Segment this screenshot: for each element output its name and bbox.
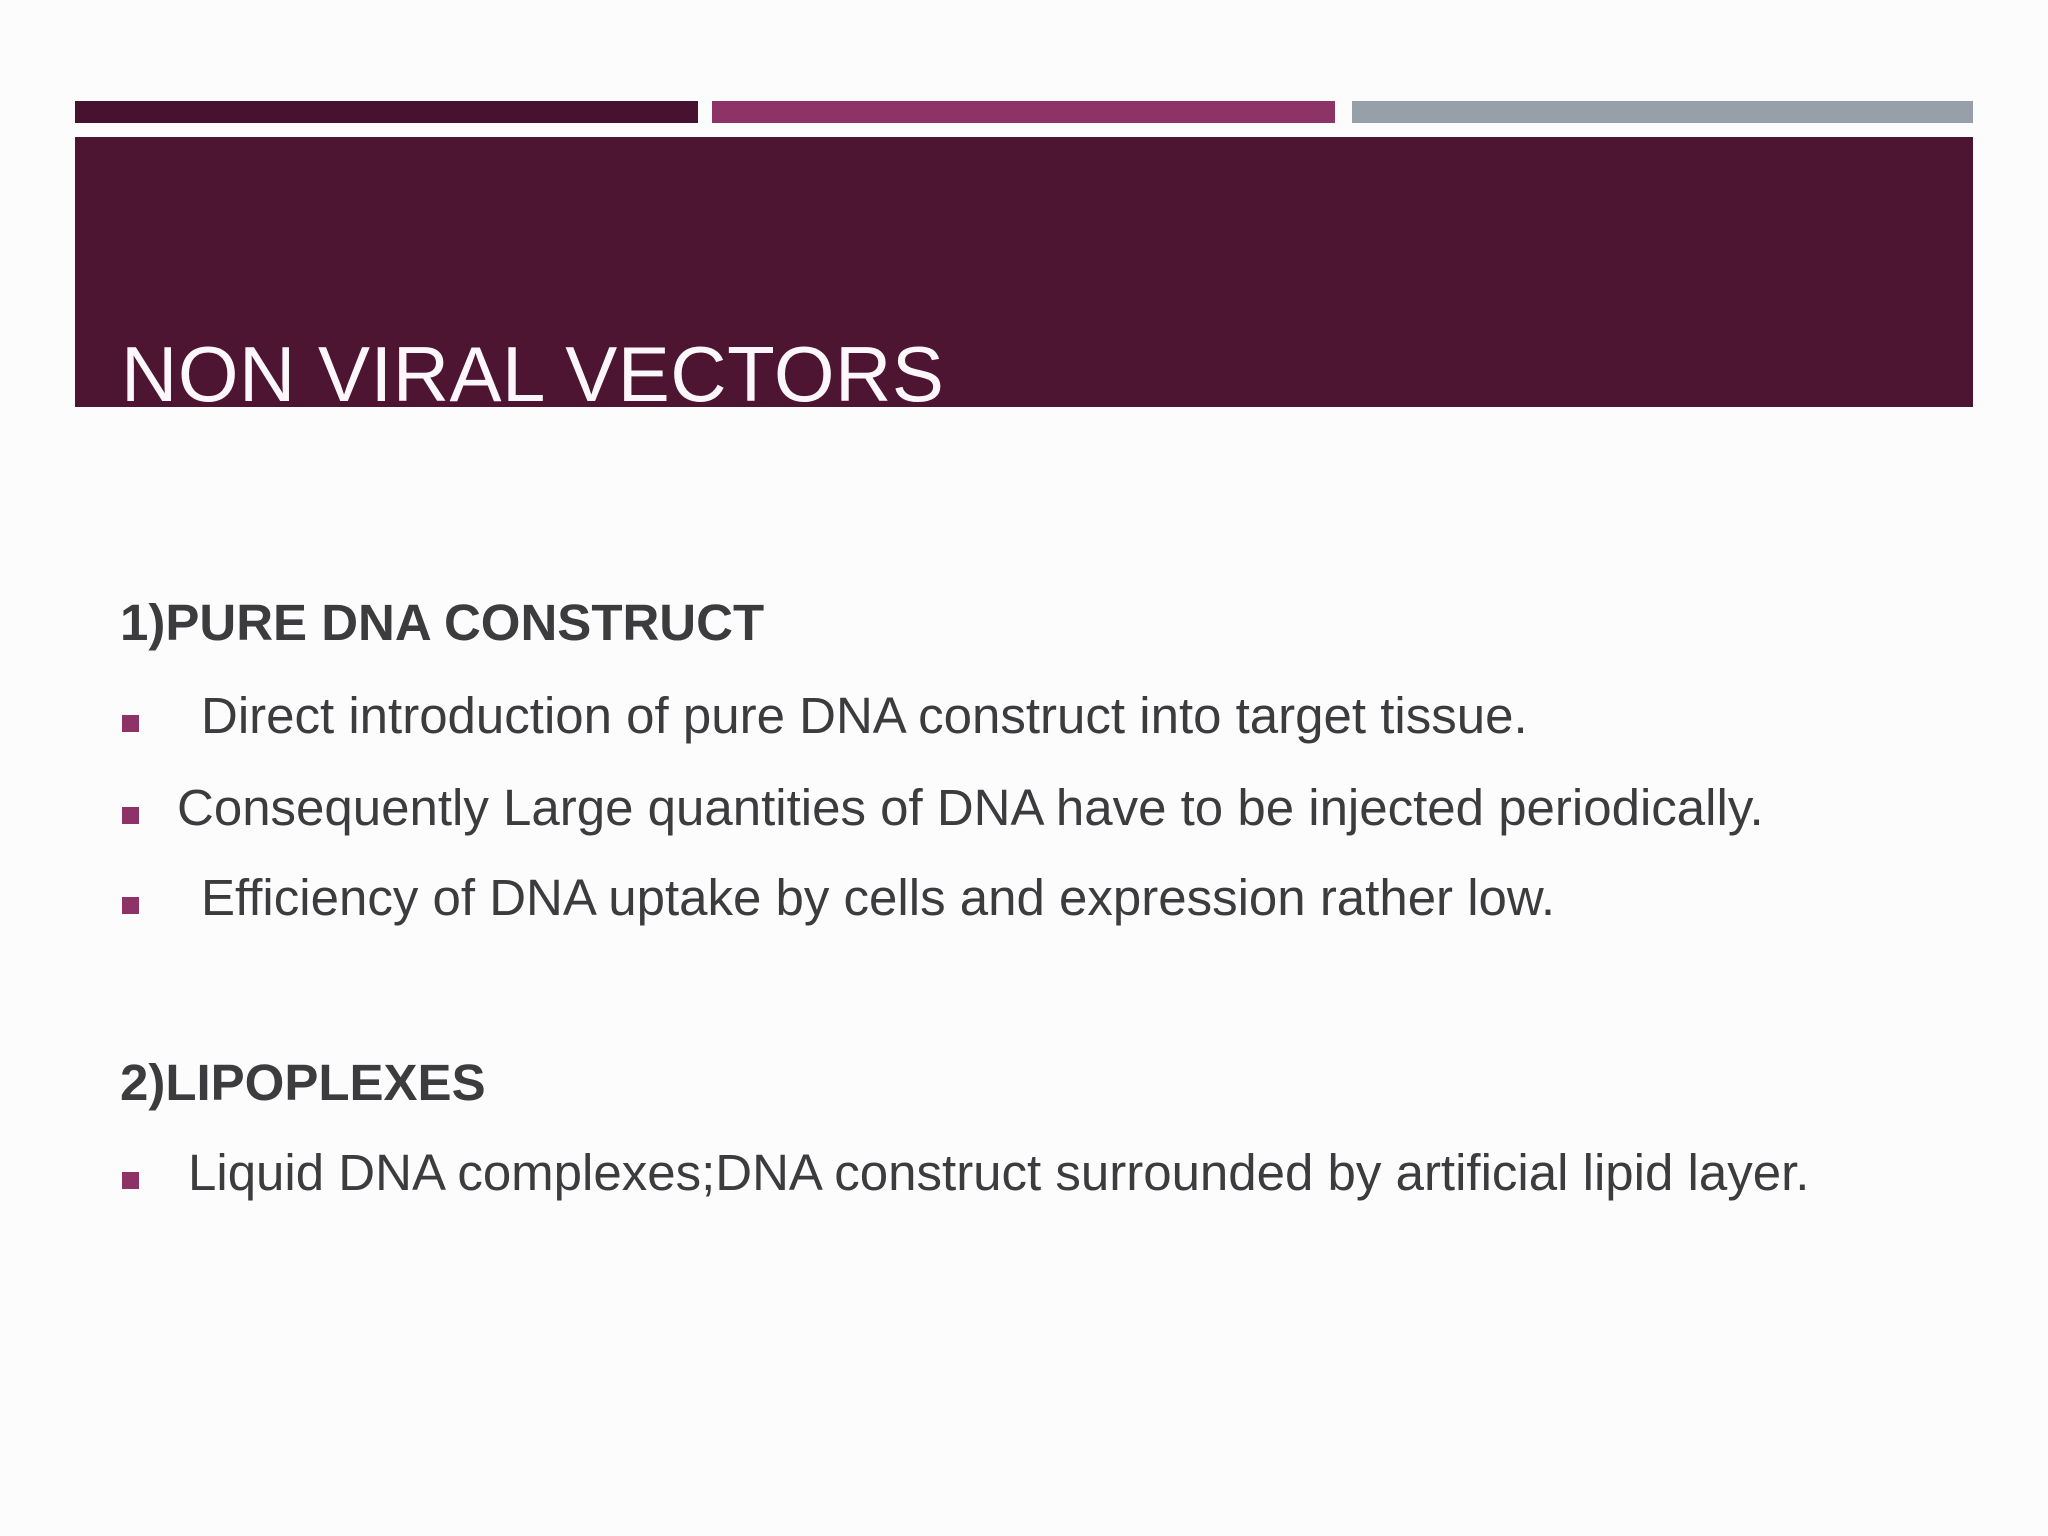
list-item: Efficiency of DNA uptake by cells and ex… (122, 867, 1555, 929)
accent-bar-gray (1352, 101, 1973, 123)
bullet-square-icon (122, 715, 139, 732)
bullet-square-icon (122, 1172, 139, 1189)
list-item: Liquid DNA complexes;DNA construct surro… (122, 1142, 1809, 1204)
bullet-text: Liquid DNA complexes;DNA construct surro… (188, 1144, 1810, 1201)
bullet-square-icon (122, 897, 139, 914)
bullet-text: Efficiency of DNA uptake by cells and ex… (201, 869, 1556, 926)
bullet-text: Direct introduction of pure DNA construc… (201, 687, 1528, 744)
list-item: Direct introduction of pure DNA construc… (122, 685, 1528, 747)
section-heading-lipoplexes: 2)LIPOPLEXES (120, 1054, 486, 1111)
title-banner: NON VIRAL VECTORS (75, 137, 1973, 413)
bullet-square-icon (122, 807, 139, 824)
section-heading-pure-dna-construct: 1)PURE DNA CONSTRUCT (120, 594, 765, 651)
accent-bar-magenta (712, 101, 1335, 123)
slide-title: NON VIRAL VECTORS (121, 330, 945, 419)
bullet-text: Consequently Large quantities of DNA hav… (177, 779, 1764, 836)
accent-bar-dark (75, 101, 698, 123)
list-item: Consequently Large quantities of DNA hav… (122, 777, 1764, 839)
